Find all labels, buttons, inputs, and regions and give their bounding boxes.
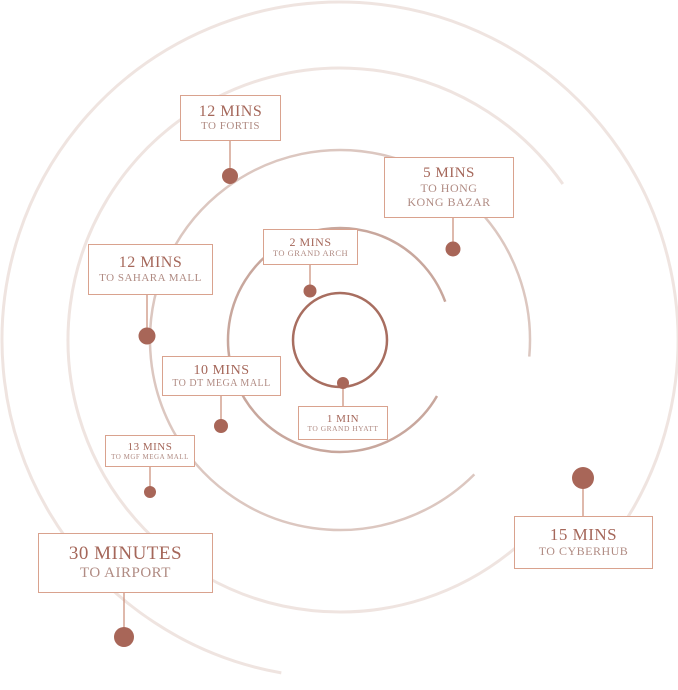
landmark-time: 12 MINS	[198, 102, 263, 120]
landmark-place: TO DT MEGA MALL	[172, 377, 271, 389]
landmark-place: TO GRAND HYATT	[307, 423, 379, 433]
landmark-time: 12 MINS	[118, 254, 183, 272]
landmark-place: TO MGF MEGA MALL	[111, 453, 189, 462]
landmark-box-sahara-mall: 12 MINS TO SAHARA MALL	[88, 244, 213, 295]
landmark-box-grand-hyatt: 1 MIN TO GRAND HYATT	[298, 406, 388, 440]
location-dot-grand-hyatt	[337, 377, 349, 389]
landmark-box-mgf-mega-mall: 13 MINS TO MGF MEGA MALL	[105, 435, 195, 467]
landmark-box-hong-kong-bazar: 5 MINS TO HONG KONG BAZAR	[384, 157, 514, 218]
location-dot-grand-arch	[303, 284, 317, 298]
landmark-time: 13 MINS	[127, 440, 173, 453]
location-dot-hong-kong-bazar	[445, 241, 461, 257]
landmark-place: TO HONG KONG BAZAR	[407, 180, 491, 209]
location-dot-airport	[114, 627, 134, 647]
landmark-box-airport: 30 MINUTES TO AIRPORT	[38, 533, 213, 593]
landmark-place: TO GRAND ARCH	[272, 247, 349, 258]
location-dot-fortis	[222, 168, 238, 184]
landmark-box-dt-mega-mall: 10 MINS TO DT MEGA MALL	[162, 356, 281, 396]
landmark-time: 2 MINS	[289, 234, 332, 249]
ring-inner	[226, 226, 447, 454]
landmark-time: 30 MINUTES	[68, 542, 183, 564]
landmark-time: 5 MINS	[423, 165, 475, 182]
landmark-box-grand-arch: 2 MINS TO GRAND ARCH	[263, 229, 358, 265]
landmark-place: TO FORTIS	[201, 120, 260, 133]
landmark-time: 1 MIN	[326, 412, 360, 425]
landmark-place: TO SAHARA MALL	[99, 271, 202, 284]
landmark-place: TO CYBERHUB	[538, 543, 629, 558]
ring-outer	[0, 0, 678, 675]
location-dot-cyberhub	[572, 467, 594, 489]
ring-center	[291, 291, 389, 389]
landmark-box-cyberhub: 15 MINS TO CYBERHUB	[514, 516, 653, 569]
landmark-box-fortis: 12 MINS TO FORTIS	[180, 95, 281, 141]
landmark-time: 15 MINS	[549, 525, 618, 545]
location-dot-sahara-mall	[138, 327, 156, 345]
ring-outer-mid	[66, 66, 565, 614]
location-dot-mgf-mega-mall	[144, 486, 156, 498]
landmark-time: 10 MINS	[193, 362, 250, 378]
landmark-place: TO AIRPORT	[80, 564, 171, 581]
location-dot-dt-mega-mall	[214, 419, 228, 433]
